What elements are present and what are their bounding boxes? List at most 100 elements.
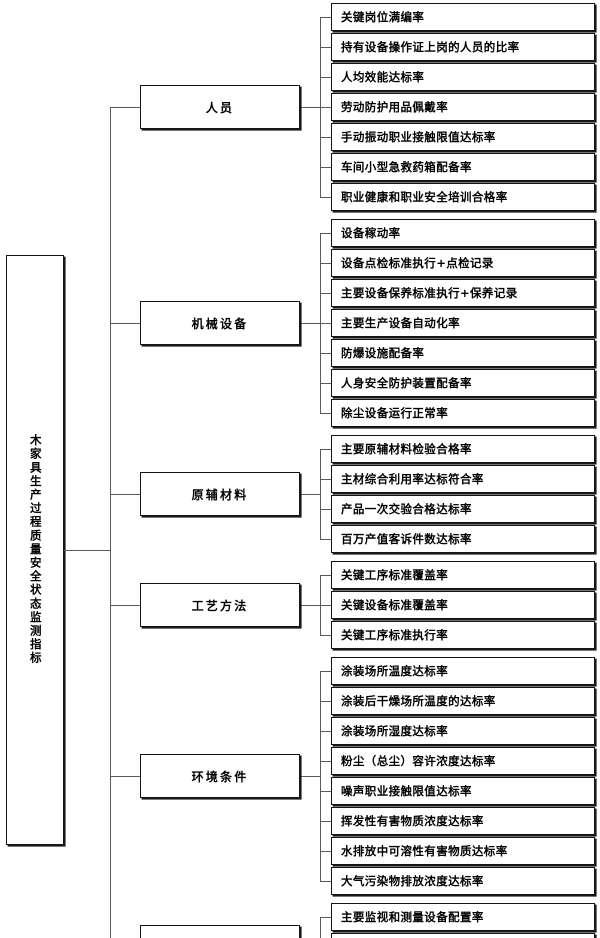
connector-line <box>300 605 320 606</box>
connector-line <box>320 323 331 324</box>
connector-line <box>64 550 110 551</box>
connector-line <box>320 17 331 18</box>
leaf-node-label: 主要原辅材料检验合格率 <box>341 442 472 456</box>
leaf-node-label: 人身安全防护装置配备率 <box>341 376 472 390</box>
leaf-node-environment-0[interactable]: 涂装场所温度达标率 <box>331 657 595 685</box>
leaf-node-machinery-6[interactable]: 除尘设备运行正常率 <box>331 399 595 427</box>
connector-line <box>320 791 331 792</box>
leaf-node-personnel-5[interactable]: 车间小型急救药箱配备率 <box>331 153 595 181</box>
leaf-node-label: 关键设备标准覆盖率 <box>341 598 449 612</box>
leaf-node-personnel-2[interactable]: 人均效能达标率 <box>331 63 595 91</box>
leaf-node-label: 设备点检标准执行+点检记录 <box>341 256 494 270</box>
leaf-node-machinery-0[interactable]: 设备稼动率 <box>331 219 595 247</box>
leaf-node-environment-5[interactable]: 挥发性有害物质浓度达标率 <box>331 807 595 835</box>
leaf-node-environment-7[interactable]: 大气污染物排放浓度达标率 <box>331 867 595 895</box>
leaf-node-label: 涂装后干燥场所温度的达标率 <box>341 694 496 708</box>
connector-line <box>320 635 331 636</box>
category-node-label: 原辅材料 <box>191 487 249 502</box>
category-node-process[interactable]: 工艺方法 <box>140 583 300 627</box>
connector-line <box>320 167 331 168</box>
category-node-machinery[interactable]: 机械设备 <box>140 301 300 345</box>
leaf-node-environment-3[interactable]: 粉尘（总尘）容许浓度达标率 <box>331 747 595 775</box>
leaf-node-label: 防爆设施配备率 <box>341 346 425 360</box>
leaf-node-label: 挥发性有害物质浓度达标率 <box>341 814 484 828</box>
connector-line <box>320 821 331 822</box>
connector-line <box>320 137 331 138</box>
connector-line <box>320 731 331 732</box>
connector-line <box>320 851 331 852</box>
connector-line <box>320 47 331 48</box>
connector-line <box>110 323 140 324</box>
leaf-node-personnel-3[interactable]: 劳动防护用品佩戴率 <box>331 93 595 121</box>
category-node-label: 环境条件 <box>191 769 249 784</box>
leaf-node-label: 车间小型急救药箱配备率 <box>341 160 472 174</box>
leaf-node-inspection-1[interactable]: 制定周期性校准或检定计划 <box>331 933 595 938</box>
connector-line <box>320 107 331 108</box>
leaf-node-materials-1[interactable]: 主材综合利用率达标符合率 <box>331 465 595 493</box>
leaf-node-process-0[interactable]: 关键工序标准覆盖率 <box>331 561 595 589</box>
category-node-environment[interactable]: 环境条件 <box>140 754 300 798</box>
connector-line <box>110 494 140 495</box>
leaf-node-materials-2[interactable]: 产品一次交验合格达标率 <box>331 495 595 523</box>
root-node-label: 木家具生产过程质量安全状态监测指标 <box>28 434 43 666</box>
leaf-node-machinery-1[interactable]: 设备点检标准执行+点检记录 <box>331 249 595 277</box>
leaf-node-label: 人均效能达标率 <box>341 70 425 84</box>
connector-line <box>320 233 321 413</box>
leaf-node-label: 职业健康和职业安全培训合格率 <box>341 190 508 204</box>
connector-line <box>320 539 331 540</box>
leaf-node-process-1[interactable]: 关键设备标准覆盖率 <box>331 591 595 619</box>
leaf-node-label: 主要设备保养标准执行+保养记录 <box>341 286 518 300</box>
leaf-node-label: 主要监视和测量设备配置率 <box>341 910 484 924</box>
connector-line <box>320 761 331 762</box>
leaf-node-machinery-3[interactable]: 主要生产设备自动化率 <box>331 309 595 337</box>
connector-line <box>320 233 331 234</box>
leaf-node-label: 关键工序标准执行率 <box>341 628 449 642</box>
leaf-node-environment-2[interactable]: 涂装场所湿度达标率 <box>331 717 595 745</box>
connector-line <box>300 323 320 324</box>
leaf-node-label: 涂装场所温度达标率 <box>341 664 449 678</box>
leaf-node-label: 大气污染物排放浓度达标率 <box>341 874 484 888</box>
connector-line <box>320 17 321 197</box>
connector-line <box>320 353 331 354</box>
category-node-inspection[interactable]: 品质检验 <box>140 925 300 938</box>
leaf-node-machinery-4[interactable]: 防爆设施配备率 <box>331 339 595 367</box>
leaf-node-environment-4[interactable]: 噪声职业接触限值达标率 <box>331 777 595 805</box>
leaf-node-label: 持有设备操作证上岗的人员的比率 <box>341 40 520 54</box>
connector-line <box>320 509 331 510</box>
leaf-node-personnel-0[interactable]: 关键岗位满编率 <box>331 3 595 31</box>
connector-line <box>320 917 331 918</box>
connector-line <box>320 479 331 480</box>
connector-line <box>110 107 111 938</box>
connector-line <box>320 701 331 702</box>
leaf-node-materials-0[interactable]: 主要原辅材料检验合格率 <box>331 435 595 463</box>
leaf-node-personnel-4[interactable]: 手动振动职业接触限值达标率 <box>331 123 595 151</box>
category-node-label: 工艺方法 <box>191 598 249 613</box>
connector-line <box>320 671 321 881</box>
leaf-node-materials-3[interactable]: 百万产值客诉件数达标率 <box>331 525 595 553</box>
category-node-personnel[interactable]: 人员 <box>140 85 300 129</box>
connector-line <box>320 605 331 606</box>
leaf-node-personnel-6[interactable]: 职业健康和职业安全培训合格率 <box>331 183 595 211</box>
leaf-node-label: 主材综合利用率达标符合率 <box>341 472 484 486</box>
connector-line <box>110 776 140 777</box>
leaf-node-label: 主要生产设备自动化率 <box>341 316 460 330</box>
leaf-node-label: 关键岗位满编率 <box>341 10 425 24</box>
leaf-node-machinery-5[interactable]: 人身安全防护装置配备率 <box>331 369 595 397</box>
connector-line <box>320 671 331 672</box>
leaf-node-label: 涂装场所湿度达标率 <box>341 724 449 738</box>
leaf-node-label: 设备稼动率 <box>341 226 401 240</box>
connector-line <box>320 197 331 198</box>
leaf-node-label: 手动振动职业接触限值达标率 <box>341 130 496 144</box>
leaf-node-environment-6[interactable]: 水排放中可溶性有害物质达标率 <box>331 837 595 865</box>
leaf-node-machinery-2[interactable]: 主要设备保养标准执行+保养记录 <box>331 279 595 307</box>
connector-line <box>320 575 331 576</box>
leaf-node-environment-1[interactable]: 涂装后干燥场所温度的达标率 <box>331 687 595 715</box>
leaf-node-process-2[interactable]: 关键工序标准执行率 <box>331 621 595 649</box>
leaf-node-personnel-1[interactable]: 持有设备操作证上岗的人员的比率 <box>331 33 595 61</box>
connector-line <box>320 383 331 384</box>
leaf-node-label: 关键工序标准覆盖率 <box>341 568 449 582</box>
leaf-node-inspection-0[interactable]: 主要监视和测量设备配置率 <box>331 903 595 931</box>
connector-line <box>320 881 331 882</box>
category-node-materials[interactable]: 原辅材料 <box>140 472 300 516</box>
